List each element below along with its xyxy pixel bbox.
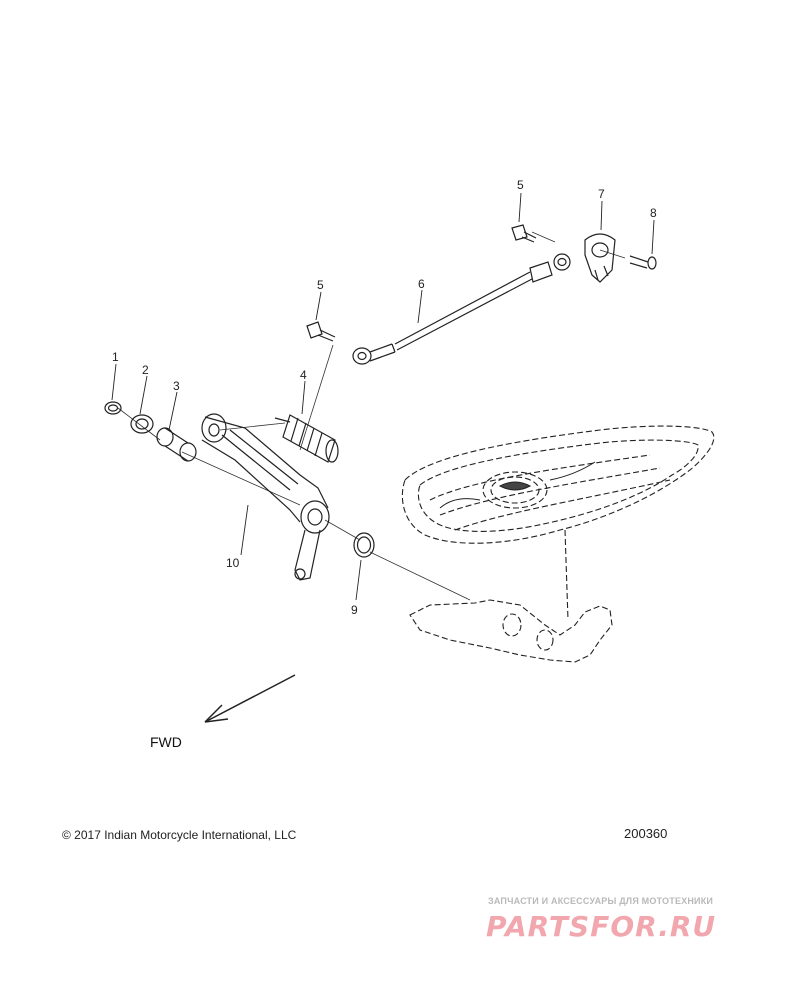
watermark-tagline: ЗАПЧАСТИ И АКСЕССУАРЫ ДЛЯ МОТОТЕХНИКИ [488, 896, 714, 906]
floorboard-emblem [439, 461, 596, 509]
callout-2: 2 [142, 363, 149, 377]
floorboard-bracket [409, 529, 613, 663]
part-9-oring [353, 532, 375, 558]
callout-5-lower: 5 [317, 278, 324, 292]
callout-8: 8 [650, 206, 657, 220]
diagram-id: 200360 [624, 826, 668, 841]
assembly-lines [117, 231, 626, 601]
part-4-shift-peg [274, 414, 339, 463]
part-3-bushing [156, 427, 197, 462]
fwd-arrow [204, 674, 296, 723]
fwd-label: FWD [150, 734, 182, 750]
part-8-clamp-bolt [629, 255, 657, 270]
part-1-circlip [104, 401, 122, 415]
watermark-logo: PARTSFOR.RU [486, 910, 717, 943]
callout-7: 7 [598, 187, 605, 201]
callout-1: 1 [112, 350, 119, 364]
callout-6: 6 [418, 277, 425, 291]
callout-labels: 1 2 3 4 5 5 6 7 8 9 10 FWD [112, 178, 657, 750]
copyright-notice: © 2017 Indian Motorcycle International, … [62, 828, 297, 842]
part-5-bolt-upper [511, 224, 537, 243]
floorboard-outline [401, 425, 715, 544]
part-6-shift-rod [352, 253, 571, 365]
part-2-washer [130, 414, 154, 434]
part-10-shift-lever [201, 413, 330, 581]
callout-leaders [111, 192, 655, 601]
callout-5-upper: 5 [517, 178, 524, 192]
callout-9: 9 [351, 603, 358, 617]
part-7-clamp [584, 233, 616, 283]
part-5-bolt-lower [306, 321, 336, 342]
callout-4: 4 [300, 368, 307, 382]
callout-3: 3 [173, 379, 180, 393]
callout-10: 10 [226, 556, 240, 570]
